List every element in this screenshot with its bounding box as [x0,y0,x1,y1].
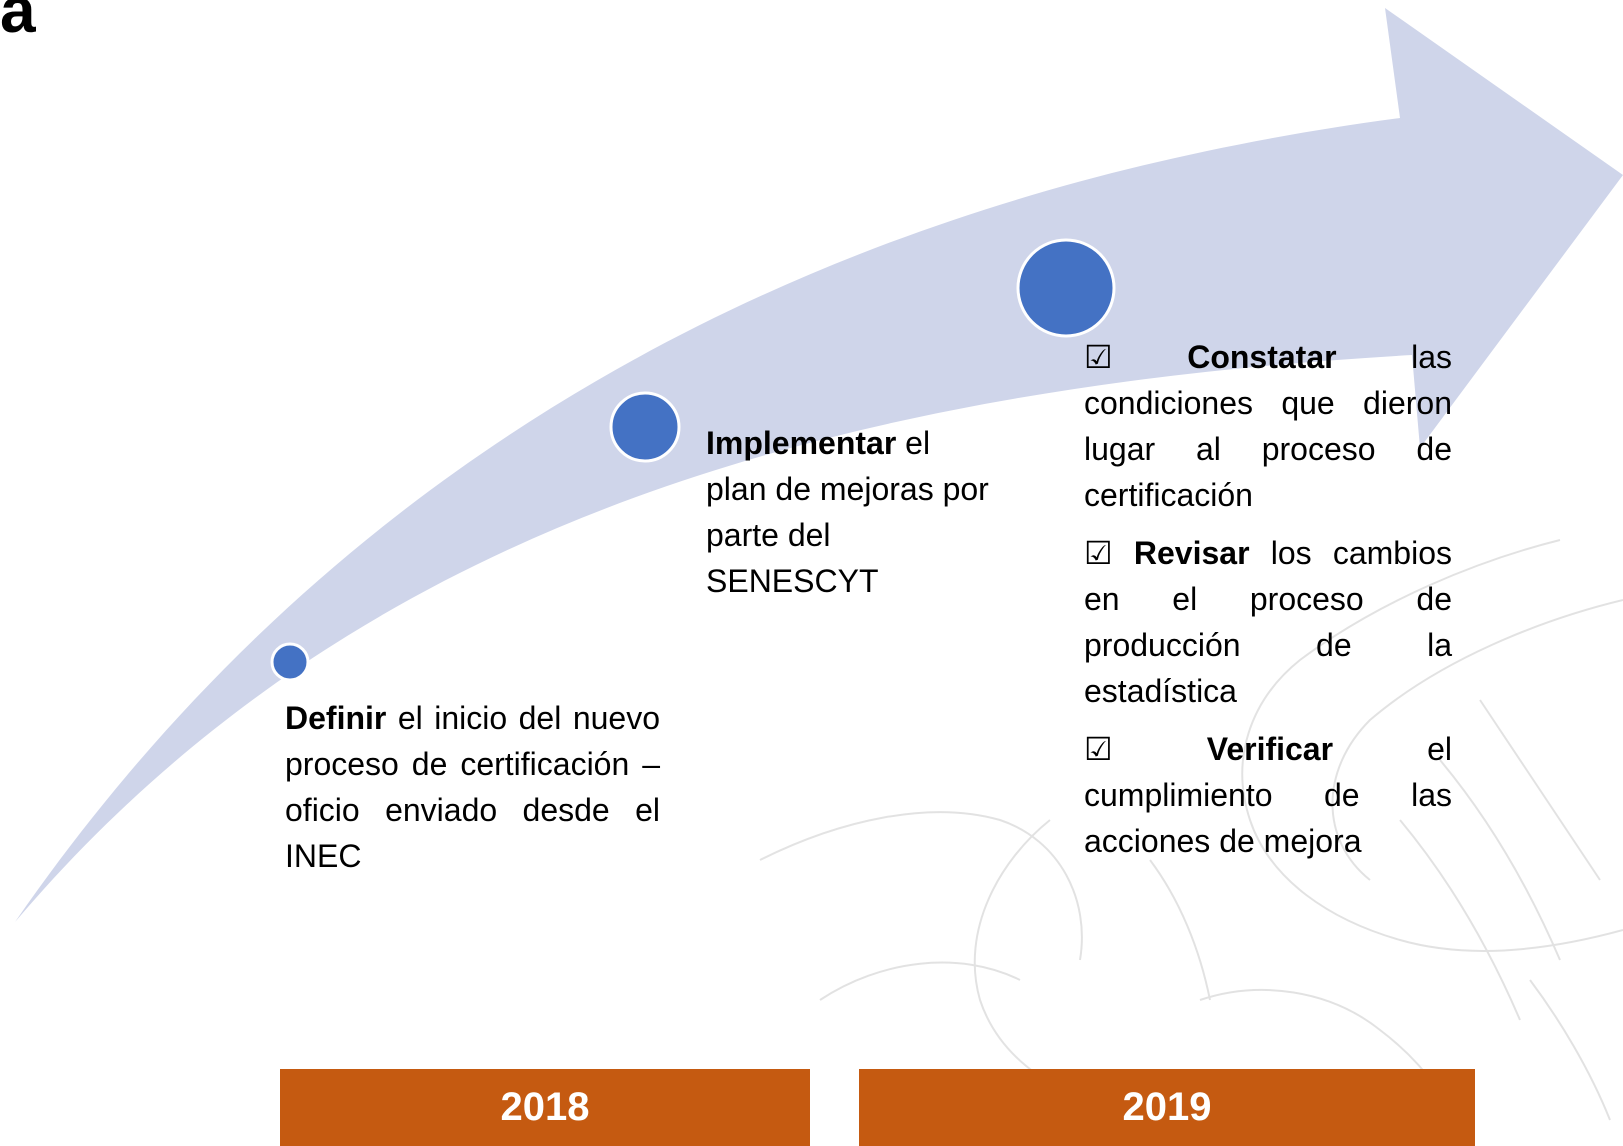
timeline-node-2 [609,391,681,463]
checklist-item-rest: las condiciones que dieron lugar al proc… [1084,339,1453,513]
step-1-text: Definir el inicio del nuevo proceso de c… [285,695,660,879]
checklist-item: ☑ Verificar el cumplimiento de las accio… [1084,726,1452,864]
curved-arrow-shape [15,8,1623,922]
checklist: ☑ Constatar las condiciones que dieron l… [1084,334,1452,876]
checkbox-checked-icon: ☑ [1084,339,1113,375]
checklist-item-bold: Constatar [1187,339,1337,375]
step-2-text: Implementar el plan de mejoras por parte… [706,420,996,604]
step-1-rest: el inicio del nuevo proceso de certifica… [285,700,660,874]
timeline-node-1 [270,642,310,682]
year-bar-2018: 2018 [280,1069,810,1146]
step-2-rest: el plan de mejoras por parte del SENESCY… [706,425,989,599]
checkbox-checked-icon: ☑ [1084,535,1113,571]
year-bar-2019: 2019 [859,1069,1475,1146]
checklist-item-rest: el cumplimiento de las acciones de mejor… [1084,731,1452,859]
step-2-bold: Implementar [706,425,897,461]
watermark-eagle-emblem [759,539,1623,1146]
checklist-item-rest: los cambios en el proceso de producción … [1084,535,1452,709]
timeline-node-3 [1016,238,1116,338]
checkbox-checked-icon: ☑ [1084,731,1113,767]
checklist-item: ☑ Revisar los cambios en el proceso de p… [1084,530,1452,714]
step-1-bold: Definir [285,700,387,736]
checklist-item: ☑ Constatar las condiciones que dieron l… [1084,334,1452,518]
checklist-item-bold: Verificar [1206,731,1334,767]
checklist-item-bold: Revisar [1133,535,1250,571]
corner-letter: a [0,0,36,46]
